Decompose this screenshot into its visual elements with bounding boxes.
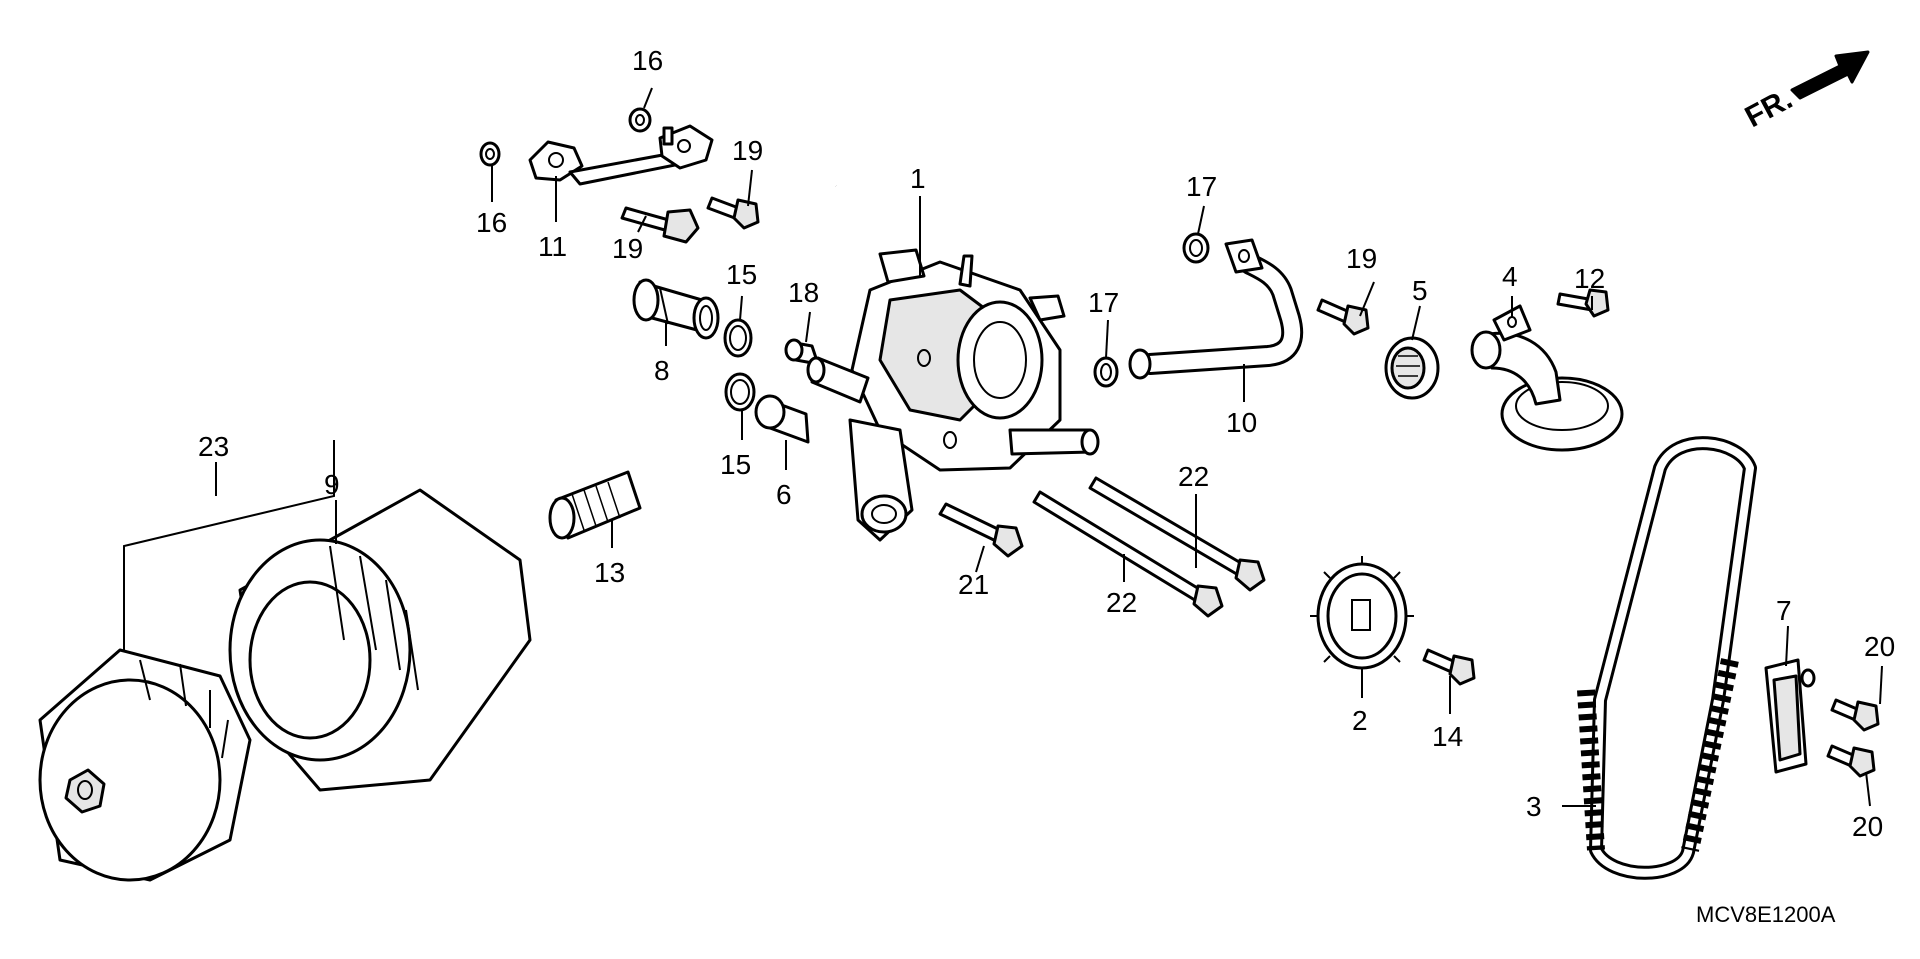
callout-23: 23 xyxy=(198,431,229,462)
callout-16-top: 16 xyxy=(632,45,663,76)
callout-22-upper: 22 xyxy=(1178,461,1209,492)
joint-13 xyxy=(548,470,642,540)
washer-16-top xyxy=(628,107,652,133)
callout-20-upper: 20 xyxy=(1864,631,1895,662)
drive-sprocket-2 xyxy=(1310,556,1414,676)
callout-3: 3 xyxy=(1526,791,1542,822)
callout-10: 10 xyxy=(1226,407,1257,438)
callout-21: 21 xyxy=(958,569,989,600)
callout-17-upper: 17 xyxy=(1186,171,1217,202)
relief-valve-8 xyxy=(632,278,720,340)
bolt-19-a xyxy=(620,206,700,244)
direction-label: FR. xyxy=(1740,82,1798,134)
callout-4: 4 xyxy=(1502,261,1518,292)
callout-6: 6 xyxy=(776,479,792,510)
o-ring-15-lower xyxy=(724,372,756,412)
callout-12: 12 xyxy=(1574,263,1605,294)
leader-lines xyxy=(123,87,1883,807)
callout-2: 2 xyxy=(1352,705,1368,736)
oil-strainer-5 xyxy=(1384,336,1440,400)
callout-22-lower: 22 xyxy=(1106,587,1137,618)
callout-8: 8 xyxy=(654,355,670,386)
callout-17-lower: 17 xyxy=(1088,287,1119,318)
chain-guide-7 xyxy=(1764,658,1816,774)
callout-15-upper: 15 xyxy=(726,259,757,290)
filter-wrench-23 xyxy=(38,648,252,882)
callout-13: 13 xyxy=(594,557,625,588)
washer-17-upper xyxy=(1182,232,1210,264)
bolt-20-upper xyxy=(1830,698,1880,732)
oil-pump-assembly-1 xyxy=(806,185,1100,542)
bolt-22-upper xyxy=(1088,476,1266,592)
front-direction-arrow: FR. xyxy=(1740,50,1870,134)
oil-filter-cartridge-9 xyxy=(228,488,532,792)
callout-20-lower: 20 xyxy=(1852,811,1883,842)
bolt-20-lower xyxy=(1826,744,1876,778)
pipe-bracket-11 xyxy=(528,124,714,186)
drawing-code: MCV8E1200A xyxy=(1696,902,1836,927)
callout-9: 9 xyxy=(324,469,340,500)
callout-5: 5 xyxy=(1412,275,1428,306)
callout-19-top: 19 xyxy=(732,135,763,166)
callout-16-left: 16 xyxy=(476,207,507,238)
collar-6 xyxy=(754,394,810,444)
oil-pipe-10 xyxy=(1128,238,1304,380)
callout-labels: 1 2 3 4 5 6 7 8 9 10 11 12 13 14 15 15 1… xyxy=(198,45,1895,842)
bolt-14 xyxy=(1422,648,1476,686)
washer-16-left xyxy=(479,141,501,167)
strainer-pipe-4 xyxy=(1470,304,1624,452)
callout-18: 18 xyxy=(788,277,819,308)
callout-1: 1 xyxy=(910,163,926,194)
callout-11: 11 xyxy=(538,231,567,262)
callout-19-mid: 19 xyxy=(612,233,643,264)
bolt-22-lower xyxy=(1032,490,1224,618)
callout-7: 7 xyxy=(1776,595,1792,626)
callout-14: 14 xyxy=(1432,721,1463,752)
bolt-21 xyxy=(938,502,1024,558)
o-ring-15-upper xyxy=(723,318,753,358)
bolt-19-c xyxy=(1316,298,1370,336)
bolt-19-b xyxy=(706,196,760,230)
drive-chain-3 xyxy=(1577,436,1757,880)
callout-15-lower: 15 xyxy=(720,449,751,480)
callout-19-right: 19 xyxy=(1346,243,1377,274)
washer-17-lower xyxy=(1093,356,1119,388)
